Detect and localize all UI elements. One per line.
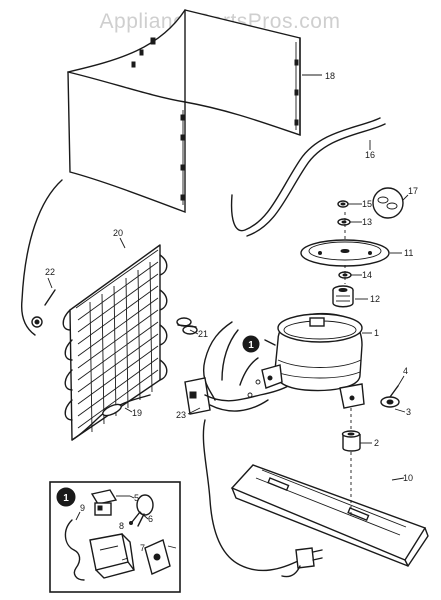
- callout-17: 17: [408, 186, 418, 196]
- callout-18: 18: [325, 71, 335, 81]
- wiring-harness: [184, 321, 301, 572]
- callout-21: 21: [198, 329, 208, 339]
- drain-tube: [230, 117, 386, 237]
- rear-cover-panel: [67, 9, 322, 214]
- inset-marker-label: 1: [248, 340, 254, 351]
- base-pan: [230, 464, 429, 567]
- callout-7: 7: [140, 543, 145, 553]
- bracket: [144, 539, 171, 575]
- clip-set: [372, 187, 404, 219]
- callout-labels: 18 16 15 17 13 11 14 12 1 4 3 2 10 20 22…: [45, 71, 418, 553]
- callout-10: 10: [403, 473, 413, 483]
- mounting-clip: [380, 385, 400, 408]
- condenser: [62, 244, 168, 441]
- drier: [71, 394, 151, 441]
- inset-box-marker-label: 1: [63, 493, 69, 504]
- callout-12: 12: [370, 294, 380, 304]
- spring-clip: [64, 519, 85, 581]
- callout-19: 19: [132, 408, 142, 418]
- washer: [337, 218, 351, 226]
- callout-2: 2: [374, 438, 379, 448]
- callout-11: 11: [404, 248, 413, 258]
- drip-pan: [300, 239, 390, 267]
- compressor: [261, 312, 365, 409]
- callout-23: 23: [176, 410, 186, 420]
- screw: [31, 277, 56, 328]
- callout-1: 1: [374, 328, 379, 338]
- mount-grommet: [341, 430, 361, 452]
- callout-16: 16: [365, 150, 375, 160]
- callout-leaders: [75, 194, 409, 561]
- callout-6: 6: [148, 514, 153, 524]
- suction-tube: [20, 179, 63, 336]
- inset-box: 1: [49, 481, 181, 593]
- callout-14: 14: [362, 270, 372, 280]
- assembly-guide-lines: [344, 212, 352, 515]
- start-relay: [90, 489, 130, 516]
- inset-marker-compressor: 1: [242, 335, 260, 353]
- callout-4: 4: [403, 366, 408, 376]
- callout-22: 22: [45, 267, 55, 277]
- grommet: [332, 285, 354, 308]
- callout-5: 5: [134, 493, 139, 503]
- callout-9: 9: [80, 503, 85, 513]
- power-cord-plug: [281, 547, 323, 578]
- overload-protector: [129, 494, 154, 527]
- callout-20: 20: [113, 228, 123, 238]
- callout-8: 8: [119, 521, 124, 531]
- callout-3: 3: [406, 407, 411, 417]
- terminal-cover: [89, 533, 135, 579]
- callout-13: 13: [362, 217, 372, 227]
- callout-15: 15: [362, 199, 372, 209]
- nut: [337, 200, 349, 208]
